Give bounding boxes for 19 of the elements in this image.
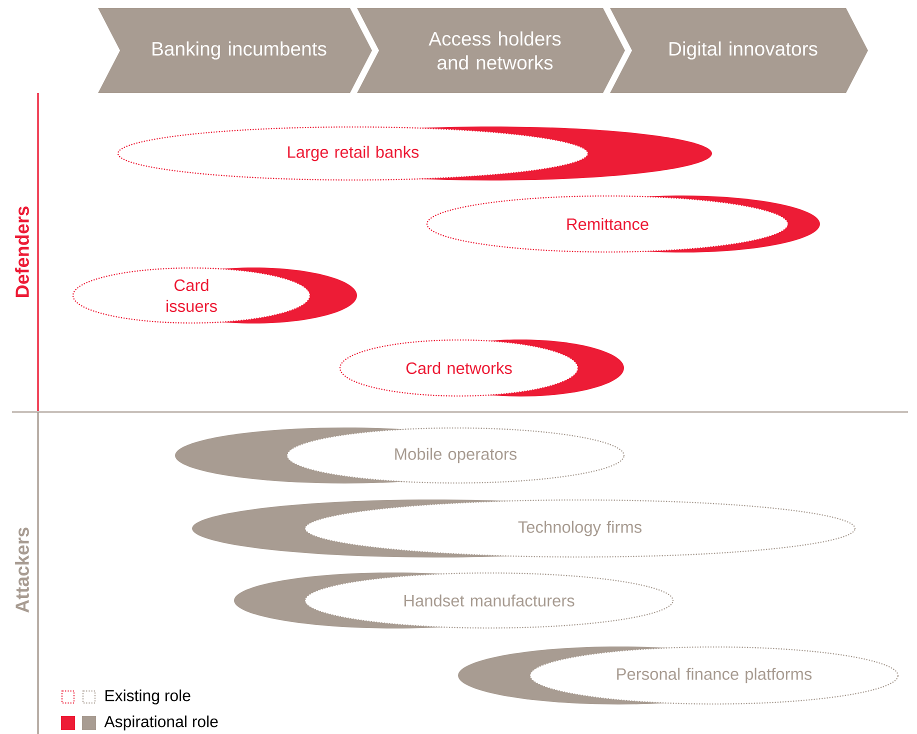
chevron-banner: Access holders and networks bbox=[357, 8, 625, 93]
legend-label: Existing role bbox=[106, 690, 190, 704]
chevron-banner: Digital innovators bbox=[610, 8, 868, 93]
role-ellipse-drawing: Mobile operators bbox=[175, 427, 625, 484]
role-ellipse-drawing: Remittance bbox=[426, 195, 820, 253]
role-ellipse-drawing: Card networks bbox=[339, 339, 624, 397]
axis-label: Attackers bbox=[15, 528, 29, 613]
node-label: Access holders and networks bbox=[428, 31, 561, 70]
role-ellipse-drawing: Handset manufacturers bbox=[234, 572, 674, 629]
node-label: Digital innovators bbox=[670, 41, 818, 60]
chevron-banner: Banking incumbents bbox=[98, 8, 372, 93]
role-ellipse-drawing: Technology firms bbox=[192, 499, 856, 558]
legend-label: Aspirational role bbox=[104, 716, 218, 730]
role-ellipse-drawing: Card issuers bbox=[72, 267, 357, 324]
node-label: Banking incumbents bbox=[152, 41, 326, 60]
role-ellipse-drawing: Large retail banks bbox=[117, 126, 712, 181]
role-ellipse-drawing: Personal finance platforms bbox=[458, 646, 899, 705]
node-label: Personal finance platforms bbox=[617, 668, 812, 684]
axis-label: Defenders bbox=[15, 206, 29, 297]
